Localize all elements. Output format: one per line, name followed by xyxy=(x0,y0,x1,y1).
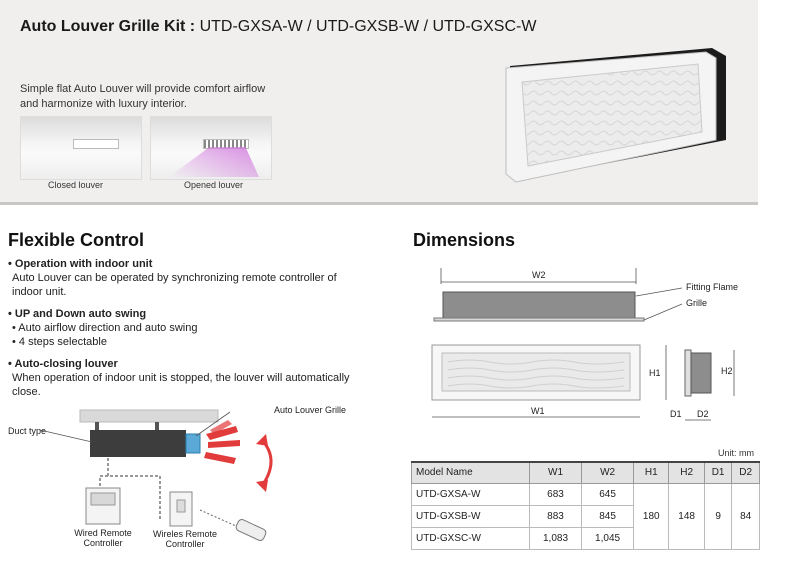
w2-cell: 845 xyxy=(581,504,635,528)
wireless-remote-label: Wireles Remote Controller xyxy=(152,529,217,549)
feature-operation: • Operation with indoor unit Auto Louver… xyxy=(8,257,358,299)
w1-cell: 683 xyxy=(528,482,583,506)
d2-cell: 84 xyxy=(731,482,760,550)
table-row: UTD-GXSB-W 883 845 xyxy=(411,504,760,528)
model-cell: UTD-GXSA-W xyxy=(411,482,530,506)
col-model-name: Model Name xyxy=(411,461,530,484)
feature-auto-close: • Auto-closing louver When operation of … xyxy=(8,357,358,399)
feature-title: • UP and Down auto swing xyxy=(8,308,147,320)
dimensions-heading: Dimensions xyxy=(413,230,516,250)
auto-louver-grille-label: Auto Louver Grille xyxy=(274,405,347,415)
d1-label: D1 xyxy=(670,409,682,419)
table-row: UTD-GXSC-W 1,083 1,045 xyxy=(411,526,760,550)
duct-diagram-graphic xyxy=(39,409,273,541)
col-h2: H2 xyxy=(668,461,705,484)
h2-cell: 148 xyxy=(668,482,705,550)
dimensions-table: Model Name W1 W2 H1 H2 D1 D2 UTD-GXSA-W … xyxy=(411,461,760,550)
col-d1: D1 xyxy=(703,461,733,484)
h1-label: H1 xyxy=(649,368,661,378)
unit-note: Unit: mm xyxy=(718,448,754,458)
feature-title: • Operation with indoor unit xyxy=(8,258,153,270)
w1-cell: 883 xyxy=(528,504,583,528)
model-cell: UTD-GXSC-W xyxy=(411,526,530,550)
duct-type-label: Duct type xyxy=(8,426,47,436)
h1-cell: 180 xyxy=(633,482,670,550)
dimensions-diagram xyxy=(431,268,735,421)
product-description: Simple flat Auto Louver will provide com… xyxy=(20,83,266,110)
col-w2: W2 xyxy=(581,461,635,484)
h2-label: H2 xyxy=(721,366,733,376)
col-d2: D2 xyxy=(731,461,760,484)
opened-louver-caption: Opened louver xyxy=(184,180,244,190)
product-title: Auto Louver Grille Kit : UTD-GXSA-W / UT… xyxy=(20,18,536,36)
col-w1: W1 xyxy=(528,461,583,484)
fitting-flame-label: Fitting Flame xyxy=(686,282,739,292)
d1-cell: 9 xyxy=(703,482,733,550)
table-row: UTD-GXSA-W 683 645 180 148 9 84 xyxy=(411,482,760,550)
w2-label: W2 xyxy=(532,270,546,280)
w2-cell: 645 xyxy=(581,482,635,506)
feature-swing: • UP and Down auto swing • Auto airflow … xyxy=(8,307,358,349)
col-h1: H1 xyxy=(633,461,670,484)
product-title-bold: Auto Louver Grille Kit : xyxy=(20,18,196,35)
w1-label: W1 xyxy=(531,406,545,416)
closed-louver-photo xyxy=(20,116,142,180)
duct-installation-diagram: Auto Louver Grille Duct type Wired Remot… xyxy=(0,400,370,586)
closed-louver-caption: Closed louver xyxy=(48,180,104,190)
feature-text: Auto Louver can be operated by synchroni… xyxy=(12,272,337,298)
auto-louver-grille-image xyxy=(505,48,726,183)
d2-label: D2 xyxy=(697,409,709,419)
product-model-list: UTD-GXSA-W / UTD-GXSB-W / UTD-GXSC-W xyxy=(199,18,537,35)
feature-bullet: • 4 steps selectable xyxy=(12,336,107,348)
feature-title: • Auto-closing louver xyxy=(8,358,118,370)
w1-cell: 1,083 xyxy=(528,526,583,550)
model-cell: UTD-GXSB-W xyxy=(411,504,530,528)
wired-remote-label: Wired Remote Controller xyxy=(74,528,132,548)
flexible-control-heading: Flexible Control xyxy=(8,230,145,250)
w2-cell: 1,045 xyxy=(581,526,635,550)
product-header-band: Auto Louver Grille Kit : UTD-GXSA-W / UT… xyxy=(0,0,758,205)
opened-louver-photo xyxy=(150,116,272,180)
grille-label: Grille xyxy=(686,298,708,308)
table-header-row: Model Name W1 W2 H1 H2 D1 D2 xyxy=(411,461,760,484)
feature-text: When operation of indoor unit is stopped… xyxy=(12,372,350,398)
feature-bullet: • Auto airflow direction and auto swing xyxy=(12,322,198,334)
